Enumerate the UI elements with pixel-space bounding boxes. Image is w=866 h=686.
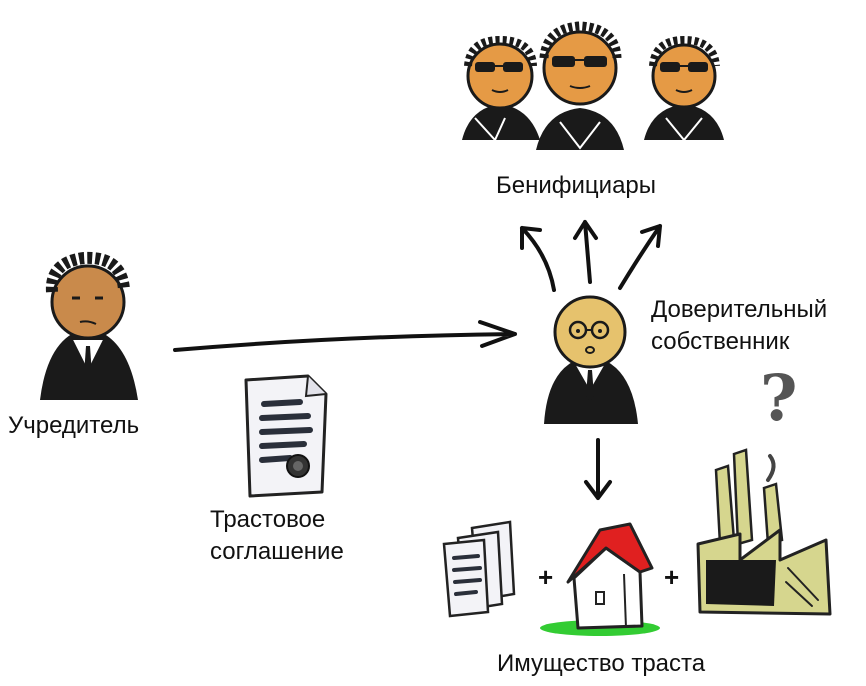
beneficiary-middle-icon — [536, 21, 624, 150]
agreement-line2: соглашение — [210, 538, 344, 565]
arrow-up-left-icon — [520, 226, 556, 292]
trustee-line2: собственник — [651, 328, 790, 355]
property-documents-icon — [442, 520, 516, 618]
arrows-to-beneficiaries — [520, 220, 662, 292]
beneficiary-right-icon — [644, 35, 724, 142]
trustee-line1: Доверительный — [651, 296, 828, 323]
beneficiary-left-icon — [462, 35, 540, 142]
property-house-icon — [540, 522, 660, 636]
agreement-line1: Трастовое — [210, 506, 326, 533]
founder-text: Учредитель — [8, 412, 140, 439]
trust-agreement-label: Трастовое соглашение — [210, 504, 344, 568]
trust-property-label: Имущество траста — [497, 648, 705, 680]
arrow-to-trustee-icon — [173, 320, 517, 352]
smoke-question-mark: ? — [760, 361, 798, 436]
beneficiaries-label: Бенифициары — [496, 170, 656, 202]
plus-symbol-2: + — [664, 562, 679, 592]
founder-figure-icon — [40, 251, 138, 400]
founder-label: Учредитель — [8, 410, 139, 442]
arrow-up-icon — [573, 220, 598, 284]
beneficiaries-text: Бенифициары — [496, 172, 657, 199]
property-factory-icon — [696, 448, 832, 616]
trust-property-text: Имущество траста — [497, 650, 706, 677]
arrow-to-property-icon — [584, 438, 612, 500]
trustee-figure-icon — [544, 295, 638, 424]
beneficiaries-group-icon — [462, 21, 724, 150]
trustee-label: Доверительный собственник — [651, 294, 827, 358]
plus-symbol-1: + — [538, 562, 553, 592]
trust-agreement-document-icon — [244, 374, 328, 498]
arrow-up-right-icon — [618, 224, 662, 290]
